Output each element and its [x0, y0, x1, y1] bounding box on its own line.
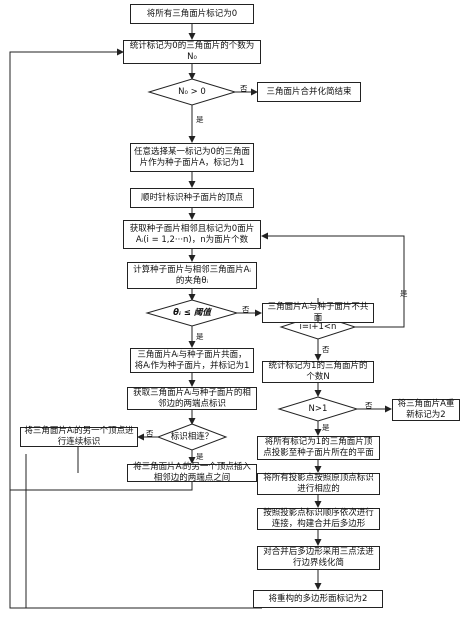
step-sort-projections: 将所有投影点按照原顶点标识进行相应的: [257, 473, 380, 495]
label-d4-no: 否: [146, 429, 154, 438]
step-mark-all-zero: 将所有三角面片标记为0: [130, 4, 254, 24]
edge-n11-loop: [10, 482, 193, 491]
step-merge-end: 三角面片合并化简结束: [257, 82, 361, 102]
step-continue-label: 将三角面片Aᵢ的另一个顶点进行连续标识: [20, 426, 138, 447]
decision-index-loop: i=i+1<n: [299, 322, 337, 332]
decision-count-positive: N₀ > 0: [178, 87, 206, 97]
diamond-d4: [156, 423, 228, 451]
step-coplanar-seed: 三角面片Aᵢ与种子面片共面，将Aᵢ作为种子面片，并标记为1: [130, 348, 254, 373]
decision-count-greater-one: N>1: [308, 404, 328, 414]
label-d3-yes: 是: [400, 289, 408, 298]
step-count-unmarked: 统计标记为0的三角面片的个数为N₀: [123, 40, 261, 64]
step-select-seed: 任意选择某一标记为0的三角面片作为种子面片A，标记为1: [130, 143, 254, 172]
step-remark-two: 将三角面片A重新标记为2: [392, 399, 460, 421]
edge-loop-to-n2: [9, 48, 124, 609]
step-build-polygon: 按照投影点标识顺序依次进行连接，构建合并后多边形: [257, 508, 380, 530]
step-edge-endpoints: 获取三角面片Aᵢ与种子面片的相邻边的两端点标识: [127, 387, 257, 410]
decision-labels-connected: 标识相连？: [170, 432, 214, 442]
diamond-d1: [147, 78, 237, 106]
label-d4-yes: 是: [196, 452, 204, 461]
diamond-d2: [145, 299, 239, 327]
step-insert-vertex: 将三角面片Aᵢ的另一个顶点插入相邻边的两端点之间: [127, 462, 257, 483]
step-compute-angle: 计算种子面片与相邻三角面片Aᵢ的夹角θᵢ: [127, 262, 257, 289]
step-label-vertices: 顺时针标识种子面片的顶点: [130, 188, 254, 208]
decision-angle-threshold: θᵢ ≤ 阈值: [173, 308, 211, 318]
label-d2-yes: 是: [196, 332, 204, 341]
step-simplify-boundary: 对合并后多边形采用三点法进行边界线化简: [257, 546, 380, 570]
step-count-marked: 统计标记为1的三角面片的个数N: [262, 361, 374, 383]
label-d1-yes: 是: [196, 115, 204, 124]
label-d2-no: 否: [242, 305, 250, 314]
label-d5-yes: 是: [322, 423, 330, 432]
label-d3-no: 否: [322, 345, 330, 354]
step-mark-polygon-two: 将重构的多边形面标记为2: [253, 590, 383, 608]
label-d1-no: 否: [240, 84, 248, 93]
step-get-neighbors: 获取种子面片相邻且标记为0面片Aᵢ(i = 1,2···n)，n为面片个数: [123, 220, 261, 249]
step-project-vertices: 将所有标记为1的三角面片顶点投影至种子面片所在的平面: [257, 436, 380, 460]
label-d5-no: 否: [365, 401, 373, 410]
